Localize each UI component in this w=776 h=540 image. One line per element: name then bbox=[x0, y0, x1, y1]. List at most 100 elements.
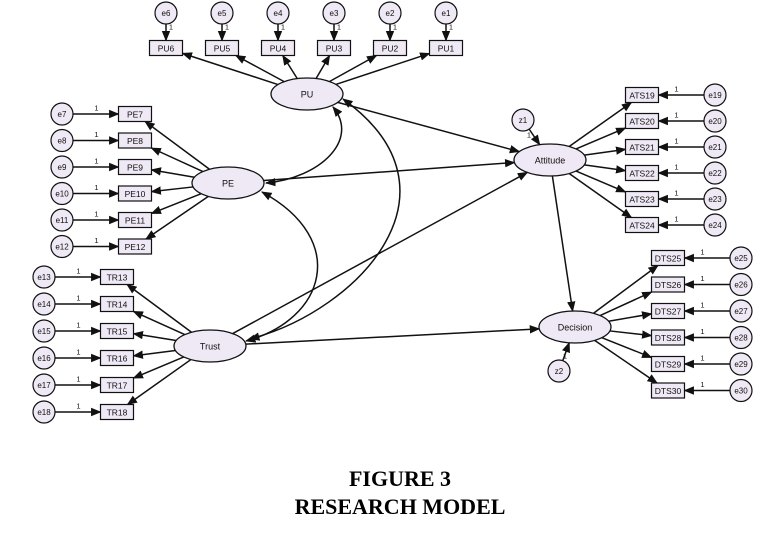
error-label-e15: e15 bbox=[37, 327, 51, 336]
latent-trust bbox=[173, 329, 247, 363]
covariance-pe-trust bbox=[244, 191, 319, 343]
figure-title: RESEARCH MODEL bbox=[295, 494, 506, 519]
error-label-e23: e23 bbox=[708, 195, 722, 204]
error-label-e22: e22 bbox=[708, 169, 722, 178]
indicator-label-tr14: TR14 bbox=[107, 300, 128, 310]
disturbance-label-z2: z2 bbox=[555, 367, 564, 376]
error-circle-e8 bbox=[50, 128, 74, 153]
indicator-label-tr17: TR17 bbox=[107, 381, 128, 391]
disturbance-label-z1: z1 bbox=[519, 116, 528, 125]
weight-label-e30: 1 bbox=[700, 380, 704, 389]
indicator-box-dts27 bbox=[650, 302, 686, 320]
weight-label-z2: 1 bbox=[563, 352, 567, 361]
error-circle-e7 bbox=[50, 102, 74, 126]
error-label-e12: e12 bbox=[55, 243, 69, 252]
indicator-box-pe8 bbox=[117, 132, 153, 149]
error-circle-e9 bbox=[50, 155, 74, 179]
error-circle-e17 bbox=[32, 373, 56, 397]
weight-label-e14: 1 bbox=[76, 294, 80, 303]
latent-attitude bbox=[513, 143, 587, 177]
indicator-label-pu6: PU6 bbox=[158, 44, 175, 54]
indicator-box-pu3 bbox=[316, 39, 352, 57]
error-circle-e21 bbox=[703, 135, 727, 159]
indicator-box-pu4 bbox=[260, 39, 296, 57]
loading-arrow-tr16 bbox=[132, 349, 176, 359]
error-circle-e15 bbox=[32, 319, 56, 343]
loading-arrow-pu5 bbox=[234, 54, 285, 83]
loading-arrow-dts27 bbox=[608, 311, 653, 322]
indicator-label-pe9: PE9 bbox=[127, 163, 143, 173]
error-label-e13: e13 bbox=[37, 273, 51, 282]
indicator-box-dts28 bbox=[650, 329, 686, 346]
indicator-label-dts30: DTS30 bbox=[655, 386, 682, 396]
error-label-e3: e3 bbox=[330, 9, 339, 18]
indicator-label-pe11: PE11 bbox=[125, 216, 145, 226]
indicator-label-dts28: DTS28 bbox=[655, 333, 682, 343]
weight-label-z1: 1 bbox=[527, 131, 531, 140]
error-label-e25: e25 bbox=[734, 254, 748, 263]
loading-arrow-pu4 bbox=[282, 54, 298, 79]
weight-label-e22: 1 bbox=[674, 163, 678, 172]
error-circle-e26 bbox=[729, 272, 753, 297]
error-label-e7: e7 bbox=[58, 110, 67, 119]
indicator-box-dts26 bbox=[650, 276, 686, 293]
loading-arrow-tr17 bbox=[132, 356, 185, 379]
weight-label-e25: 1 bbox=[700, 248, 704, 257]
loading-arrow-ats24 bbox=[568, 172, 633, 219]
error-circle-e25 bbox=[729, 246, 753, 270]
loading-arrow-pe11 bbox=[150, 192, 202, 215]
error-label-e24: e24 bbox=[708, 221, 722, 230]
weight-label-e23: 1 bbox=[674, 189, 678, 198]
indicator-label-tr15: TR15 bbox=[107, 327, 128, 337]
indicator-box-pu2 bbox=[372, 39, 408, 57]
error-label-e11: e11 bbox=[56, 216, 69, 225]
latent-label-trust: Trust bbox=[200, 342, 221, 352]
loading-arrow-ats20 bbox=[575, 127, 627, 150]
error-label-e19: e19 bbox=[708, 91, 722, 100]
figure-number: FIGURE 3 bbox=[349, 466, 451, 491]
error-label-e21: e21 bbox=[708, 143, 722, 152]
indicator-label-tr13: TR13 bbox=[107, 273, 128, 283]
weight-label-e3: 1 bbox=[337, 23, 341, 32]
indicator-label-pu2: PU2 bbox=[382, 44, 399, 54]
loading-arrow-pu2 bbox=[329, 54, 378, 83]
indicator-label-ats19: ATS19 bbox=[629, 91, 655, 101]
loading-arrow-tr13 bbox=[126, 283, 192, 333]
error-label-e26: e26 bbox=[734, 281, 748, 290]
weight-label-e15: 1 bbox=[76, 321, 80, 330]
error-circle-e18 bbox=[32, 400, 56, 424]
disturbance-circle-z2 bbox=[547, 359, 571, 383]
latent-label-decision: Decision bbox=[558, 323, 593, 333]
latent-label-attitude: Attitude bbox=[535, 156, 566, 166]
indicator-label-dts25: DTS25 bbox=[655, 254, 682, 264]
weight-label-e6: 1 bbox=[169, 23, 173, 32]
weight-label-e27: 1 bbox=[700, 301, 704, 310]
indicator-label-pu4: PU4 bbox=[270, 44, 287, 54]
indicator-label-ats21: ATS21 bbox=[629, 143, 655, 153]
indicator-label-ats22: ATS22 bbox=[629, 169, 655, 179]
indicator-box-ats21 bbox=[624, 138, 660, 156]
error-circle-e16 bbox=[32, 346, 56, 370]
indicator-label-pu1: PU1 bbox=[438, 44, 455, 54]
error-label-e1: e1 bbox=[442, 9, 451, 18]
indicator-box-ats19 bbox=[624, 86, 660, 104]
error-circle-e5 bbox=[210, 1, 234, 25]
indicator-label-pe10: PE10 bbox=[125, 189, 146, 199]
error-circle-e12 bbox=[50, 234, 74, 259]
loading-arrow-ats23 bbox=[575, 170, 627, 193]
indicator-box-tr15 bbox=[99, 322, 135, 340]
error-circle-e30 bbox=[729, 378, 753, 403]
covariance-pu-trust bbox=[248, 98, 401, 341]
indicator-box-pe12 bbox=[117, 238, 153, 255]
error-label-e14: e14 bbox=[37, 300, 51, 309]
indicator-box-tr16 bbox=[99, 349, 135, 367]
weight-label-e4: 1 bbox=[281, 23, 285, 32]
weight-label-e29: 1 bbox=[700, 354, 704, 363]
weight-label-e11: 1 bbox=[94, 210, 98, 219]
indicator-box-pe10 bbox=[117, 185, 153, 202]
indicator-box-pe7 bbox=[117, 105, 153, 123]
weight-label-e1: 1 bbox=[449, 23, 453, 32]
loading-arrow-tr14 bbox=[132, 310, 186, 336]
indicator-label-tr18: TR18 bbox=[107, 408, 128, 418]
loading-arrow-dts25 bbox=[593, 264, 659, 314]
